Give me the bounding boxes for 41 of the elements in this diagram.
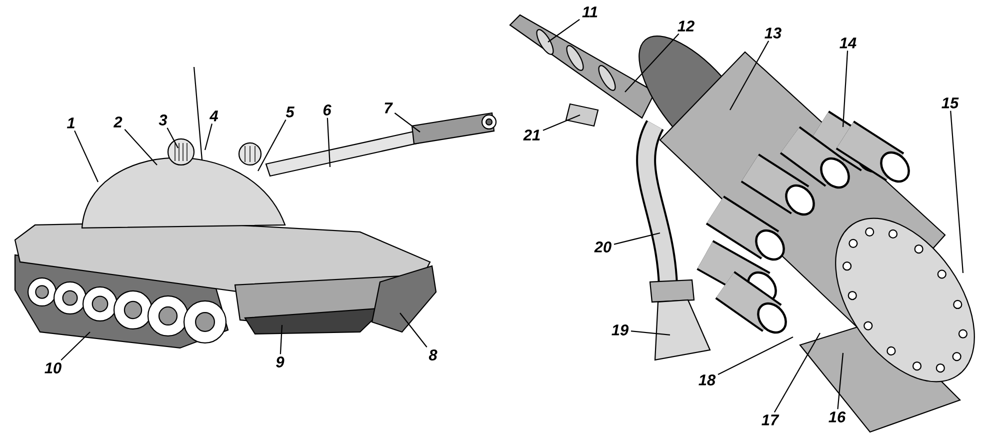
leader-line	[548, 18, 580, 42]
leader-line	[326, 118, 331, 168]
leader-line	[542, 114, 580, 131]
callout-number: 10	[44, 362, 62, 374]
leader-line	[60, 332, 90, 361]
callout-number: 3	[158, 114, 168, 126]
callout-number: 19	[612, 324, 629, 336]
leader-line	[74, 130, 99, 182]
callout-number: 7	[384, 102, 393, 114]
leader-line	[124, 128, 158, 166]
leader-line	[774, 332, 820, 413]
leader-line	[842, 50, 848, 128]
leader-line	[718, 336, 794, 375]
callout-number: 15	[942, 98, 959, 108]
leader-line	[730, 40, 770, 110]
callout-number: 9	[276, 356, 284, 368]
callout-number: 8	[428, 350, 438, 360]
leader-line	[280, 324, 283, 354]
callout-number: 17	[762, 414, 780, 426]
leader-line	[950, 110, 964, 274]
leader-line	[400, 312, 428, 348]
leader-line	[258, 120, 286, 172]
callout-number: 6	[323, 104, 332, 116]
callout-number: 20	[594, 242, 612, 252]
callout-number: 11	[582, 6, 598, 18]
leader-line	[614, 232, 660, 245]
leader-line	[394, 112, 420, 132]
leader-line	[630, 330, 670, 336]
callout-number: 13	[764, 28, 782, 38]
leader-line	[166, 128, 179, 148]
callout-number: 12	[678, 20, 694, 32]
callout-number: 2	[113, 116, 122, 128]
callout-number: 4	[209, 110, 218, 122]
callout-number: 1	[66, 118, 74, 128]
callout-number: 16	[828, 412, 846, 422]
leader-line	[837, 352, 844, 410]
callout-number: 5	[286, 106, 294, 118]
callout-number: 21	[523, 130, 540, 140]
callout-number: 14	[840, 38, 856, 48]
leader-line	[204, 124, 213, 150]
callout-number: 18	[698, 374, 716, 386]
